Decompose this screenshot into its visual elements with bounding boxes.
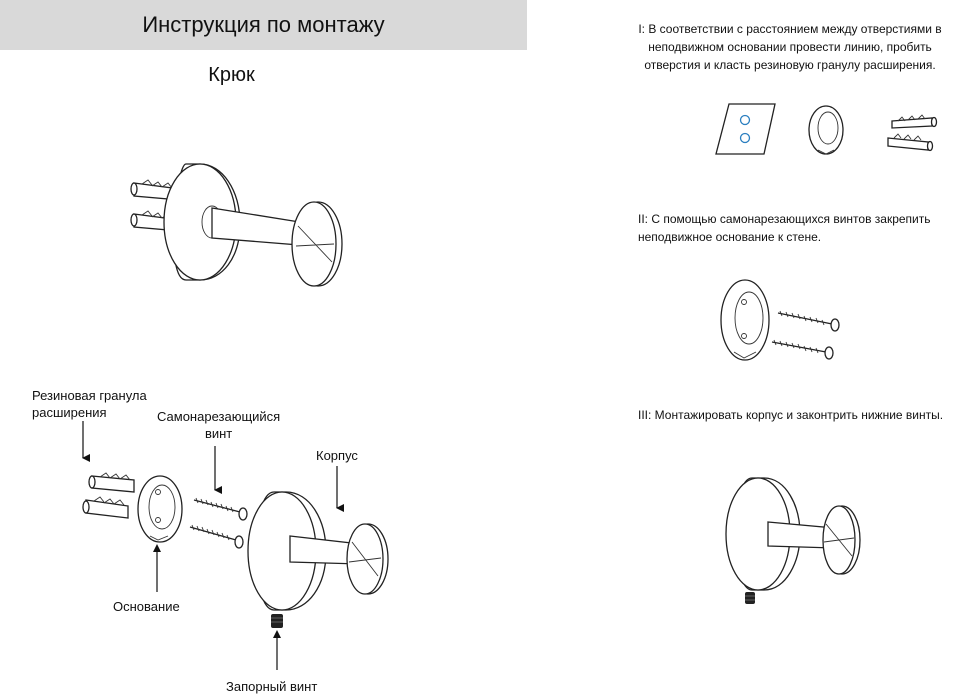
- step1-wall-plate: [715, 103, 776, 155]
- label-body: Корпус: [316, 448, 358, 463]
- step2-screw-upper: [777, 310, 840, 332]
- page-title: Инструкция по монтажу: [142, 12, 385, 37]
- arrow-lock-head: [273, 630, 281, 638]
- label-base: Основание: [113, 599, 180, 614]
- hook-base-disk: [163, 163, 241, 281]
- label-rubber-plug: Резиновая гранула расширения: [32, 388, 147, 420]
- step1-base: [808, 105, 844, 155]
- exploded-lock-screw: [271, 614, 283, 628]
- step-1-text: I: В соответствии с расстоянием между от…: [638, 22, 942, 72]
- step3-lock-screw: [745, 592, 755, 604]
- exploded-plug-upper: [88, 472, 135, 493]
- arrow-base-head: [153, 544, 161, 552]
- label-lock-screw: Запорный винт: [226, 679, 318, 694]
- step2-screw-lower: [771, 339, 834, 360]
- exploded-body: [247, 491, 389, 611]
- label-self-tapping-screw: Самонарезающийся винт: [157, 409, 281, 441]
- step3-body: [725, 477, 861, 591]
- step2-base: [720, 279, 770, 361]
- exploded-screw-lower: [189, 524, 244, 549]
- exploded-base: [137, 475, 183, 543]
- exploded-screw-upper: [193, 497, 248, 521]
- step-3-text: III: Монтажировать корпус и законтрить н…: [638, 408, 944, 422]
- step-2-text: II: С помощью самонарезающихся винтов за…: [638, 212, 931, 244]
- hook-cap: [291, 201, 343, 287]
- product-name: Крюк: [208, 64, 255, 86]
- exploded-plug-lower: [82, 496, 129, 519]
- page-header: Инструкция по монтажу: [0, 0, 527, 50]
- step1-plugs: [887, 114, 938, 152]
